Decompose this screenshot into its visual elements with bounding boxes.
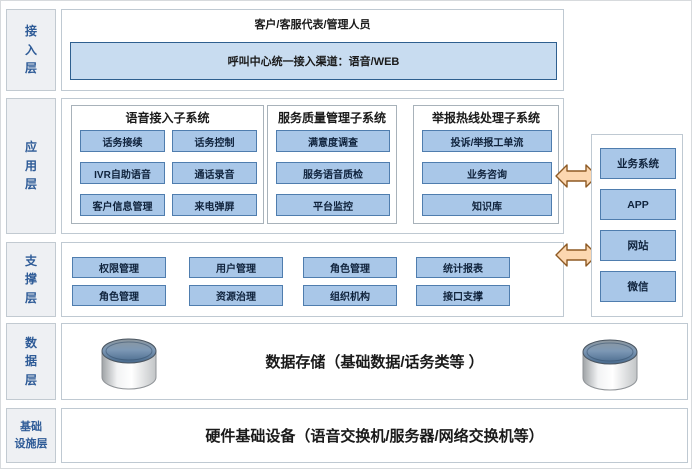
- layer-label-application: 应 用 层: [6, 98, 56, 234]
- app-item: 服务语音质检: [276, 162, 390, 184]
- subsystem-title: 服务质量管理子系统: [277, 111, 386, 125]
- support-item: 统计报表: [416, 257, 510, 278]
- app-item: 业务咨询: [422, 162, 552, 184]
- infrastructure-layer-box: 硬件基础设备（语音交换机/服务器/网络交换机等）: [61, 408, 688, 463]
- app-item: 投诉/举报工单流: [422, 130, 552, 152]
- layer-label-text: 数 据 层: [24, 335, 37, 387]
- layer-label-access: 接 入 层: [6, 9, 56, 91]
- subsystem-voice-access: 语音接入子系统 话务接续 话务控制 IVR自助语音 通话录音 客户信息管理 来电…: [71, 105, 264, 224]
- app-item: 来电弹屏: [172, 194, 257, 216]
- subsystem-report-hotline: 举报热线处理子系统 投诉/举报工单流 业务咨询 知识库: [413, 105, 559, 224]
- layer-label-infrastructure: 基础 设施层: [6, 408, 56, 463]
- external-system-item: APP: [600, 189, 676, 220]
- app-item: 满意度调查: [276, 130, 390, 152]
- layer-label-text: 应 用 层: [24, 140, 37, 192]
- app-item: 话务接续: [80, 130, 165, 152]
- database-cylinder-icon: [582, 339, 638, 391]
- access-layer-box: 客户/客服代表/管理人员 呼叫中心统一接入渠道：语音/WEB: [61, 9, 564, 91]
- access-users-title: 客户/客服代表/管理人员: [254, 19, 371, 31]
- app-item: 话务控制: [172, 130, 257, 152]
- app-item: IVR自助语音: [80, 162, 165, 184]
- database-cylinder-icon: [101, 338, 157, 390]
- support-item: 资源治理: [189, 285, 283, 306]
- support-item: 角色管理: [303, 257, 397, 278]
- external-system-item: 业务系统: [600, 148, 676, 179]
- layer-label-text: 基础 设施层: [14, 421, 48, 450]
- layer-label-data: 数 据 层: [6, 323, 56, 400]
- app-item: 通话录音: [172, 162, 257, 184]
- app-item: 知识库: [422, 194, 552, 216]
- support-item: 角色管理: [72, 285, 166, 306]
- data-storage-text: 数据存储（基础数据/话务类等 ）: [265, 354, 484, 371]
- access-channel-bar: 呼叫中心统一接入渠道：语音/WEB: [70, 42, 557, 80]
- app-item: 客户信息管理: [80, 194, 165, 216]
- external-systems-panel: 业务系统 APP 网站 微信: [591, 134, 683, 317]
- data-layer-box: 数据存储（基础数据/话务类等 ）: [61, 323, 688, 400]
- layer-label-text: 接 入 层: [24, 24, 37, 76]
- hardware-text: 硬件基础设备（语音交换机/服务器/网络交换机等）: [205, 428, 544, 445]
- layer-label-text: 支 撑 层: [24, 253, 37, 305]
- subsystem-title: 语音接入子系统: [125, 111, 210, 125]
- external-system-item: 微信: [600, 271, 676, 302]
- support-item: 接口支撑: [416, 285, 510, 306]
- external-system-item: 网站: [600, 230, 676, 261]
- app-item: 平台监控: [276, 194, 390, 216]
- support-layer-box: 权限管理 用户管理 角色管理 统计报表 角色管理 资源治理 组织机构 接口支撑: [61, 242, 564, 317]
- subsystem-title: 举报热线处理子系统: [431, 111, 540, 125]
- support-item: 组织机构: [303, 285, 397, 306]
- support-item: 用户管理: [189, 257, 283, 278]
- subsystem-service-quality: 服务质量管理子系统 满意度调查 服务语音质检 平台监控: [267, 105, 397, 224]
- layer-label-support: 支 撑 层: [6, 242, 56, 317]
- support-item: 权限管理: [72, 257, 166, 278]
